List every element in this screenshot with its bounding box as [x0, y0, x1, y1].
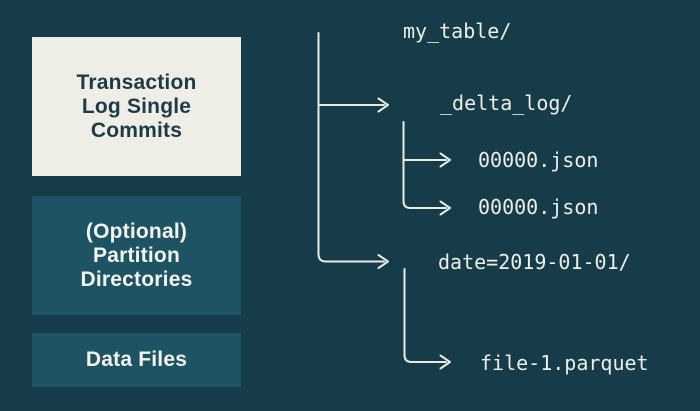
legend-box-transaction-log: Transaction Log Single Commits — [32, 37, 241, 176]
legend-box-transaction-log-line: Transaction — [76, 70, 197, 94]
tree-node-parquet-file: file-1.parquet — [480, 351, 649, 375]
legend-box-partition-directories-line: Partition — [93, 243, 180, 267]
tree-node-date-partition: date=2019-01-01/ — [438, 250, 631, 274]
trunk-line — [317, 32, 385, 263]
tree-node-my-table: my_table/ — [403, 19, 512, 43]
legend-box-transaction-log-line: Commits — [90, 118, 183, 142]
legend-box-data-files-line: Data Files — [85, 348, 188, 371]
tree-node-json-commit-1: 00000.json — [478, 148, 599, 172]
arrow-right-icon — [377, 254, 389, 269]
arrow-right-icon — [439, 200, 451, 216]
arrow-right-icon — [439, 354, 451, 370]
legend-box-partition-directories: (Optional) Partition Directories — [32, 196, 241, 315]
arrow-right-icon — [439, 152, 451, 168]
arrow-right-icon — [377, 97, 389, 113]
legend-box-partition-directories-line: Directories — [80, 267, 193, 291]
legend-box-data-files: Data Files — [32, 333, 241, 387]
tree-node-delta-log: _delta_log/ — [440, 91, 573, 115]
date-dir-subtrunk-line — [403, 268, 447, 363]
tree-node-json-commit-2: 00000.json — [478, 195, 599, 219]
legend-box-partition-directories-line: (Optional) — [85, 219, 188, 243]
delta-log-subtrunk-line — [402, 121, 447, 209]
legend-box-transaction-log-line: Log Single — [81, 94, 192, 118]
